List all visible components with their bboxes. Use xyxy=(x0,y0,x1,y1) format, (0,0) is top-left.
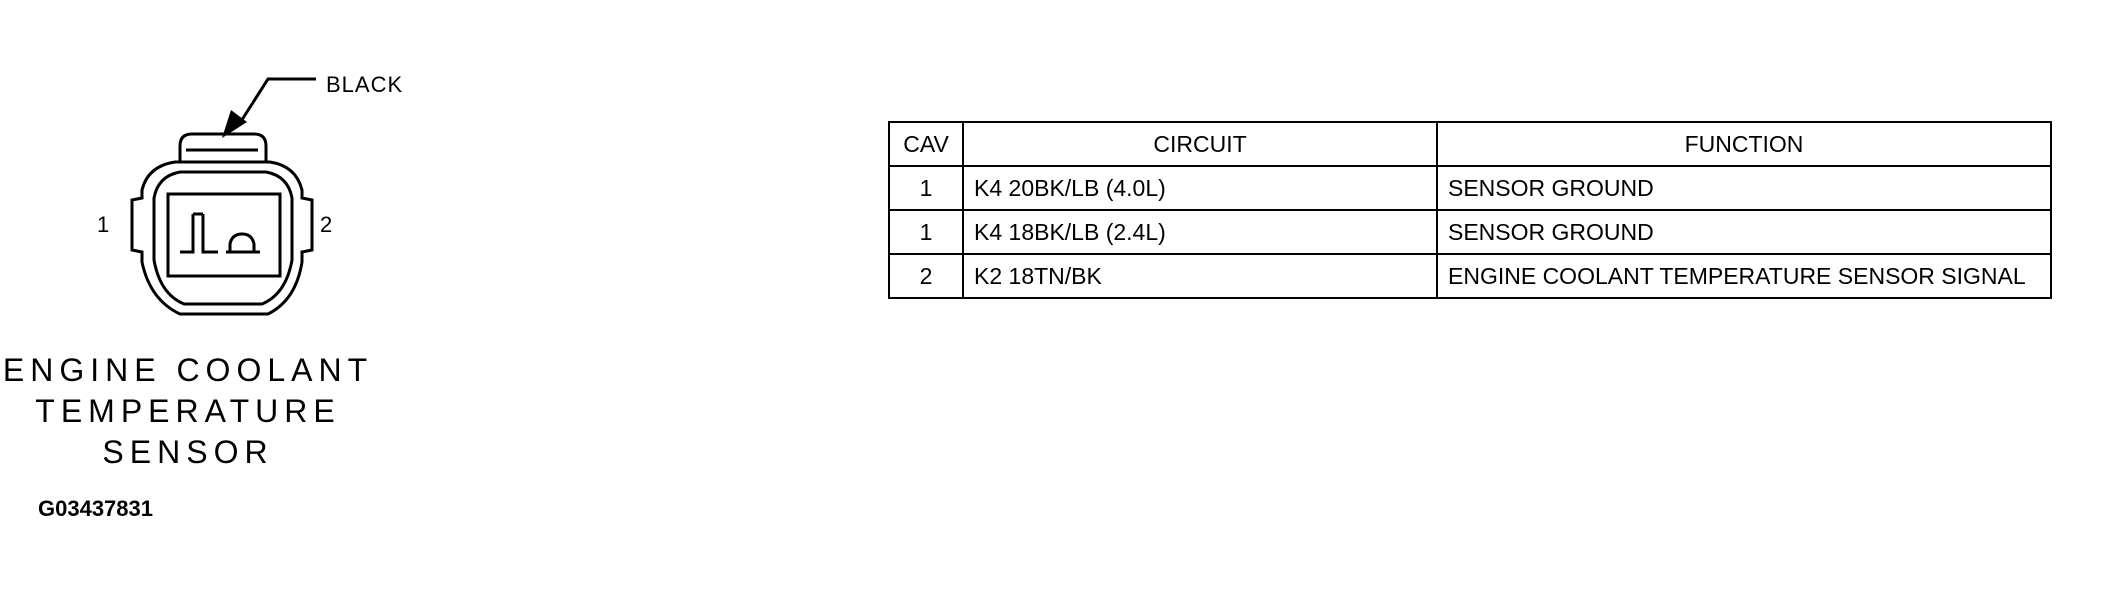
cavity-1-label: 1 xyxy=(97,212,110,237)
cell-function: SENSOR GROUND xyxy=(1436,165,2052,211)
cavity-2-label: 2 xyxy=(320,212,333,237)
wire-color-label: BLACK xyxy=(326,72,404,97)
table-row: 2 K2 18TN/BK ENGINE COOLANT TEMPERATURE … xyxy=(888,253,2052,299)
header-function: FUNCTION xyxy=(1436,121,2052,167)
figure-id: G03437831 xyxy=(38,496,153,521)
cell-circuit: K2 18TN/BK xyxy=(962,253,1438,299)
component-name-line: SENSOR xyxy=(102,434,274,470)
wire-color-leader xyxy=(236,77,316,127)
cell-cav: 2 xyxy=(888,253,964,299)
header-cav: CAV xyxy=(888,121,964,167)
cell-function: SENSOR GROUND xyxy=(1436,209,2052,255)
component-name: ENGINE COOLANT TEMPERATURE SENSOR xyxy=(0,350,376,473)
connector-body xyxy=(130,132,314,316)
cell-cav: 1 xyxy=(888,165,964,211)
connector-drawing xyxy=(130,77,316,316)
cavity-1-terminal xyxy=(180,212,218,254)
cell-circuit: K4 18BK/LB (2.4L) xyxy=(962,209,1438,255)
cell-function: ENGINE COOLANT TEMPERATURE SENSOR SIGNAL xyxy=(1436,253,2052,299)
cell-circuit: K4 20BK/LB (4.0L) xyxy=(962,165,1438,211)
component-name-line: TEMPERATURE xyxy=(35,393,341,429)
cavity-2-terminal xyxy=(226,232,260,254)
pinout-table: CAV CIRCUIT FUNCTION 1 K4 20BK/LB (4.0L)… xyxy=(888,121,2052,299)
table-header-row: CAV CIRCUIT FUNCTION xyxy=(888,121,2052,167)
leader-arrowhead xyxy=(222,110,247,138)
component-name-line: ENGINE COOLANT xyxy=(2,352,374,388)
cell-cav: 1 xyxy=(888,209,964,255)
table-row: 1 K4 20BK/LB (4.0L) SENSOR GROUND xyxy=(888,165,2052,211)
table-row: 1 K4 18BK/LB (2.4L) SENSOR GROUND xyxy=(888,209,2052,255)
header-circuit: CIRCUIT xyxy=(962,121,1438,167)
